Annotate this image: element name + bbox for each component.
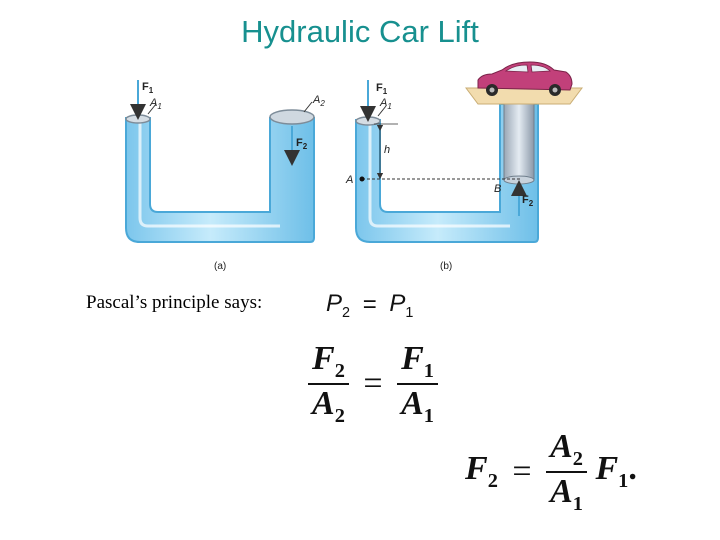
label-f1-b: F1 <box>376 82 388 96</box>
equation-force-ratio: F2 A2 = F1 A1 <box>308 340 438 428</box>
label-point-b: B <box>494 183 501 195</box>
caption-b: (b) <box>440 261 452 272</box>
pascal-principle-text: Pascal’s principle says: <box>86 292 263 313</box>
lift-platform <box>465 87 583 105</box>
caption-a: (a) <box>214 261 226 272</box>
label-point-a: A <box>345 174 353 186</box>
equation-pressure: P2 = P1 <box>326 290 414 321</box>
label-a1-b: A1 <box>379 97 392 111</box>
fraction-f1-a1: F1 A1 <box>397 340 438 428</box>
label-f1-a: F1 <box>142 81 154 95</box>
label-h: h <box>384 144 390 156</box>
small-piston-a <box>125 114 151 124</box>
slide-title: Hydraulic Car Lift <box>241 14 479 49</box>
fraction-a2-a1: A2 A1 <box>546 428 587 516</box>
figure-a: F1 A1 A2 F2 (a) <box>125 80 325 272</box>
label-a1-a: A1 <box>149 97 162 111</box>
fraction-f2-a2: F2 A2 <box>308 340 349 428</box>
label-a2-a: A2 <box>312 94 325 108</box>
large-piston-a <box>269 109 315 125</box>
figure-b: F1 A1 h A B F2 (b) <box>345 61 583 272</box>
label-f2-a: F2 <box>296 137 308 151</box>
car-image <box>477 61 573 96</box>
u-tube-a <box>125 117 315 243</box>
point-a-dot <box>359 176 365 182</box>
equation-output-force: F2 = A2 A1 F1. <box>465 428 637 516</box>
lift-piston-b <box>503 99 535 181</box>
label-f2-b: F2 <box>522 194 534 208</box>
